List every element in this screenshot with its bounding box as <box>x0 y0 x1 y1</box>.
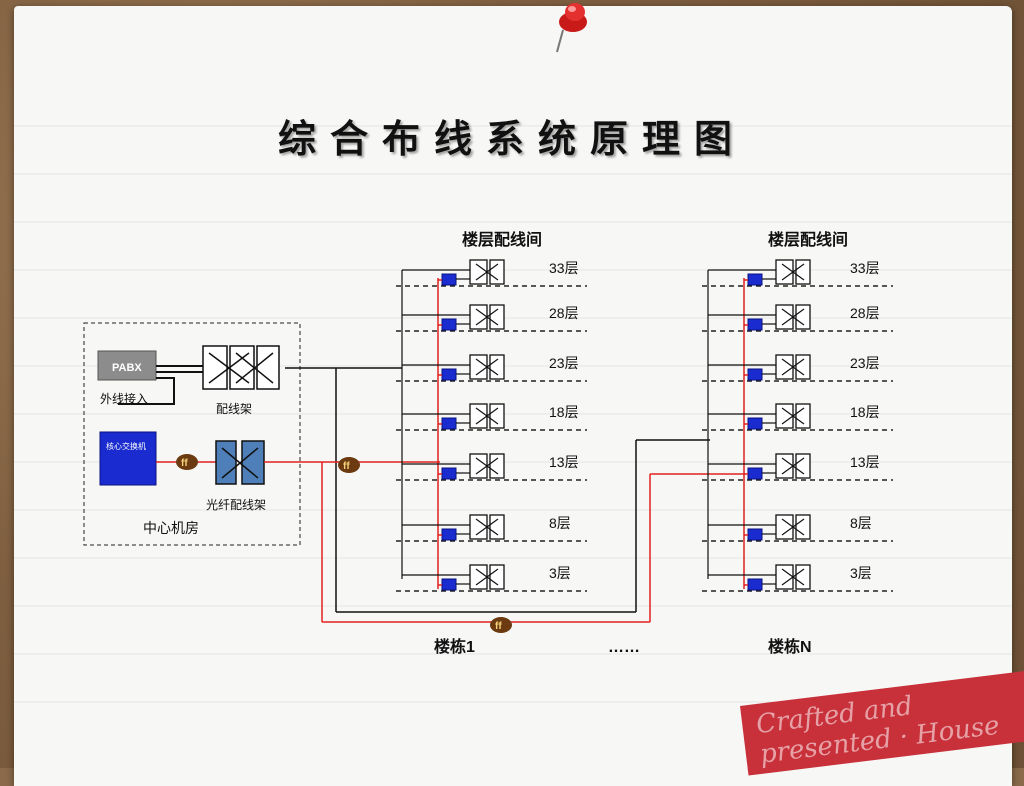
paper-sheet <box>14 6 1012 786</box>
building-n-label: 楼栋N <box>768 637 812 656</box>
building-n-floor-18: 18层 <box>850 404 880 420</box>
red-pushpin-icon <box>556 3 587 53</box>
floor-closet <box>396 453 587 481</box>
building-1-floor-8: 8层 <box>549 515 571 531</box>
floor-closet <box>702 514 893 542</box>
pabx-label: PABX <box>112 362 142 374</box>
core-switch-box <box>99 431 157 486</box>
external-line-label: 外线接入 <box>100 391 148 406</box>
building-n-floor-28: 28层 <box>850 305 880 321</box>
page-title: 综合布线系统原理图 <box>277 116 746 161</box>
floor-closet <box>396 514 587 542</box>
floor-closet <box>396 564 587 592</box>
building-1-floor-3: 3层 <box>549 565 571 581</box>
building-1-floor-33: 33层 <box>549 260 579 276</box>
building-1-risers <box>396 259 587 592</box>
floor-closet <box>396 354 587 382</box>
central-room-label: 中心机房 <box>143 520 199 536</box>
copper-backbone <box>285 367 710 613</box>
fiber-connector-icon: ff <box>490 617 512 633</box>
floor-closet <box>396 403 587 431</box>
building-1-floor-13: 13层 <box>549 454 579 470</box>
floor-closet <box>702 403 893 431</box>
fiber-panel-label: 光纤配线架 <box>206 498 266 512</box>
building-n-floor-3: 3层 <box>850 565 872 581</box>
floor-closet <box>702 259 893 287</box>
building-1-label: 楼栋1 <box>434 637 475 656</box>
building-n-floor-23: 23层 <box>850 355 880 371</box>
floor-closet <box>702 354 893 382</box>
building-1-floor-28: 28层 <box>549 305 579 321</box>
svg-text:ff: ff <box>495 621 502 632</box>
patch-panel-label: 配线架 <box>216 402 252 416</box>
svg-text:ff: ff <box>181 458 188 469</box>
floor-closet <box>396 259 587 287</box>
fiber-panel <box>215 440 265 485</box>
floor-closet <box>396 304 587 332</box>
core-switch-label: 核心交换机 <box>106 441 146 451</box>
building-1-floor-18: 18层 <box>549 404 579 420</box>
ellipsis-label: …… <box>608 639 640 656</box>
svg-text:ff: ff <box>343 461 350 472</box>
floor-closet <box>702 304 893 332</box>
floor-closet <box>702 564 893 592</box>
patch-panel <box>202 345 280 390</box>
building-n-floor-13: 13层 <box>850 454 880 470</box>
floor-closet <box>702 453 893 481</box>
building-1-header: 楼层配线间 <box>462 230 542 249</box>
fiber-connector-icon: ff <box>338 457 360 473</box>
central-room-box <box>83 322 301 546</box>
building-1-floor-23: 23层 <box>549 355 579 371</box>
building-n-floor-33: 33层 <box>850 260 880 276</box>
building-n-header: 楼层配线间 <box>768 230 848 249</box>
building-n-risers <box>702 259 893 592</box>
building-n-floor-8: 8层 <box>850 515 872 531</box>
cabling-diagram: PABX 外线接入 配线架 核心交换机 ff 光纤配线架 中心机房 <box>83 230 893 656</box>
fiber-connector-icon: ff <box>156 454 216 470</box>
